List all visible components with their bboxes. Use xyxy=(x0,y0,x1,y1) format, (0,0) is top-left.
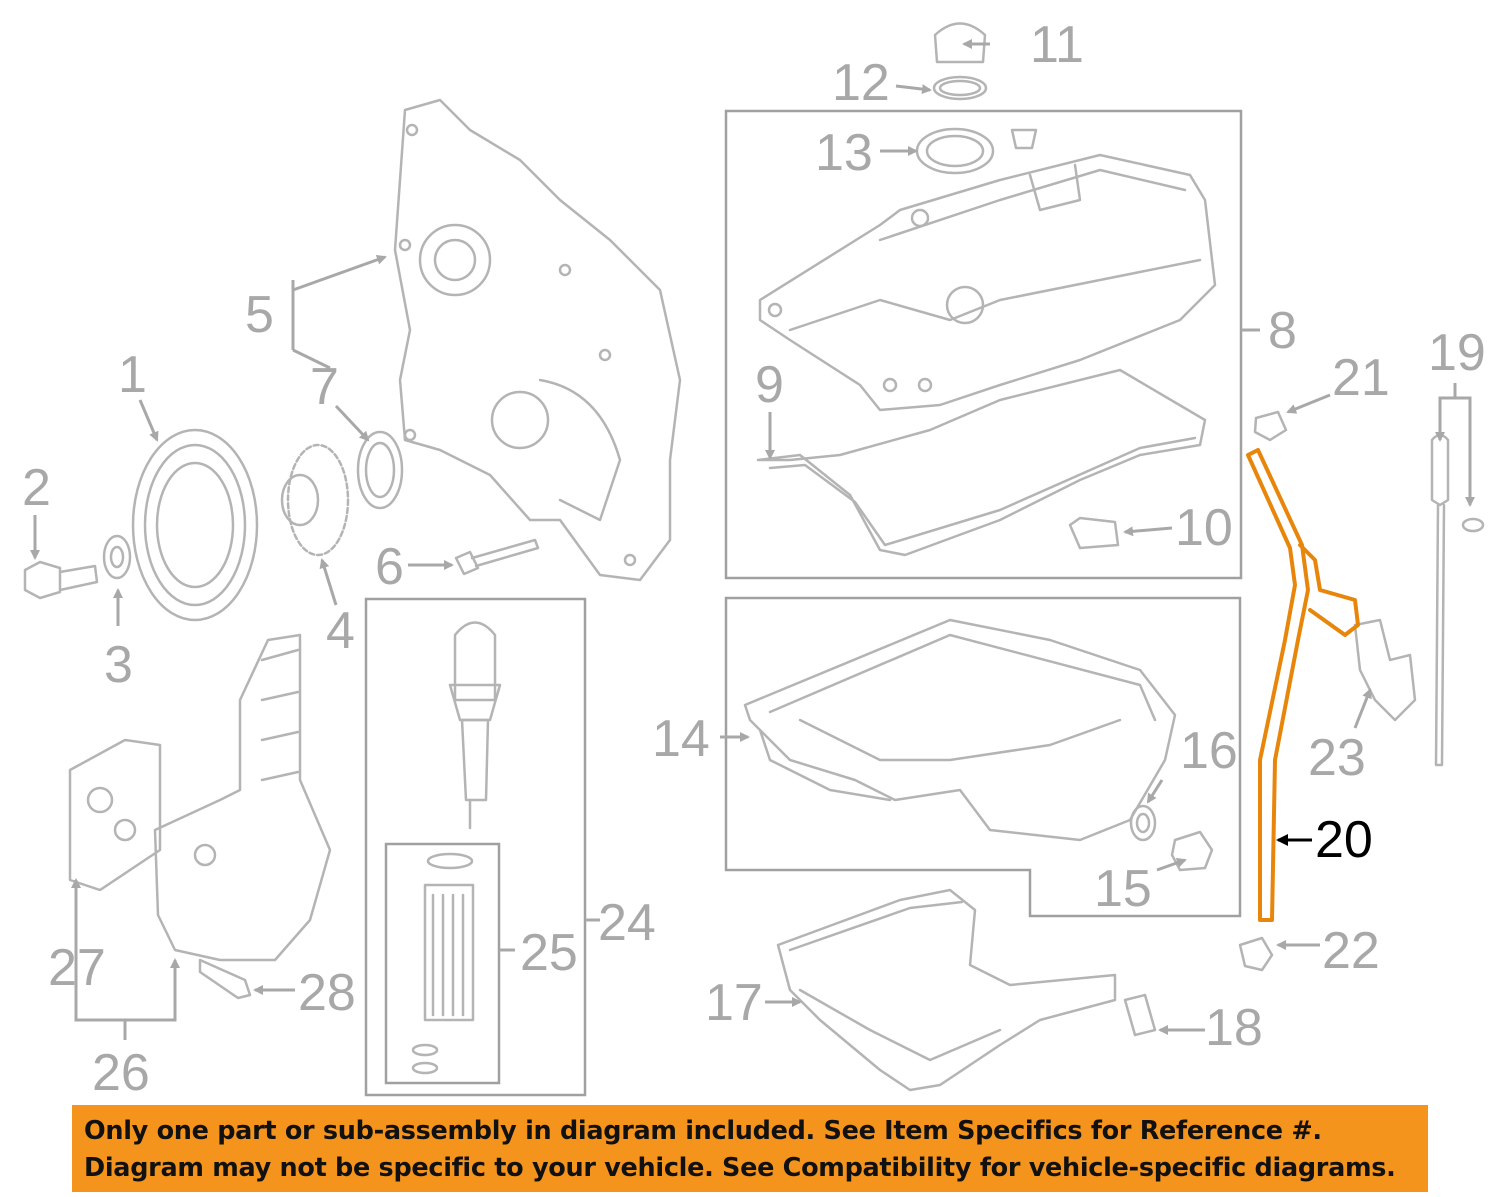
valve-cover xyxy=(758,153,1217,412)
gasket-seal-10 xyxy=(1068,516,1120,550)
callout-22: 22 xyxy=(1322,922,1380,980)
callout-7: 7 xyxy=(310,358,339,416)
callout-20: 20 xyxy=(1315,811,1373,869)
housing-bolt xyxy=(198,958,252,1000)
callout-21: 21 xyxy=(1332,349,1390,407)
lower-oil-pan xyxy=(776,888,1117,1092)
callout-23: 23 xyxy=(1308,729,1366,787)
filler-seal xyxy=(915,127,1038,175)
crankshaft-pulley xyxy=(131,428,259,622)
dipstick-tube xyxy=(1246,448,1360,922)
oil-pan-group-box xyxy=(724,596,1242,918)
callout-3: 3 xyxy=(104,636,133,694)
disclaimer-line-2: Diagram may not be specific to your vehi… xyxy=(84,1153,1396,1183)
front-seal xyxy=(356,430,404,510)
oil-filter-element xyxy=(411,852,475,1075)
callout-15: 15 xyxy=(1094,860,1152,918)
drain-plug xyxy=(1170,830,1214,872)
timing-cover xyxy=(393,98,682,582)
callout-8: 8 xyxy=(1268,302,1297,360)
callout-9: 9 xyxy=(755,356,784,414)
callout-11: 11 xyxy=(1030,16,1084,74)
pulley-washer xyxy=(102,534,132,580)
callout-16: 16 xyxy=(1180,722,1238,780)
grommet-22 xyxy=(1238,936,1274,972)
callout-14: 14 xyxy=(652,710,710,768)
disclaimer-banner: Only one part or sub-assembly in diagram… xyxy=(72,1105,1428,1192)
callout-6: 6 xyxy=(375,538,404,596)
drain-washer xyxy=(1129,804,1157,842)
callout-18: 18 xyxy=(1205,999,1263,1057)
callout-5: 5 xyxy=(245,286,274,344)
housing-gasket xyxy=(68,738,162,892)
callout-26: 26 xyxy=(92,1044,150,1102)
callout-19: 19 xyxy=(1428,324,1486,382)
bracket-18 xyxy=(1123,993,1157,1037)
disclaimer-line-1: Only one part or sub-assembly in diagram… xyxy=(84,1116,1322,1146)
upper-oil-pan xyxy=(743,618,1177,842)
callout-25: 25 xyxy=(520,924,578,982)
callout-4: 4 xyxy=(326,602,355,660)
valve-cover-gasket xyxy=(756,368,1207,557)
pulley-bolt xyxy=(23,560,99,600)
callout-2: 2 xyxy=(22,459,51,517)
oil-dipstick xyxy=(1430,433,1485,767)
oil-filter-group-box xyxy=(364,597,587,1097)
callout-1: 1 xyxy=(118,346,147,404)
callout-10: 10 xyxy=(1175,499,1233,557)
filter-housing xyxy=(153,633,332,962)
valve-cover-group-box xyxy=(724,109,1243,580)
callout-12: 12 xyxy=(832,54,890,112)
callout-24: 24 xyxy=(598,894,656,952)
callout-17: 17 xyxy=(705,974,763,1032)
oil-filler-cap xyxy=(932,22,988,101)
dipstick-bracket-23 xyxy=(1353,618,1417,722)
callout-28: 28 xyxy=(298,964,356,1022)
oil-filter-cap xyxy=(448,621,502,830)
filter-element-box xyxy=(384,842,501,1085)
grommet-21 xyxy=(1253,410,1288,442)
sprocket xyxy=(280,443,350,557)
callout-27: 27 xyxy=(48,939,106,997)
cover-bolt xyxy=(454,538,540,576)
callout-13: 13 xyxy=(815,124,873,182)
